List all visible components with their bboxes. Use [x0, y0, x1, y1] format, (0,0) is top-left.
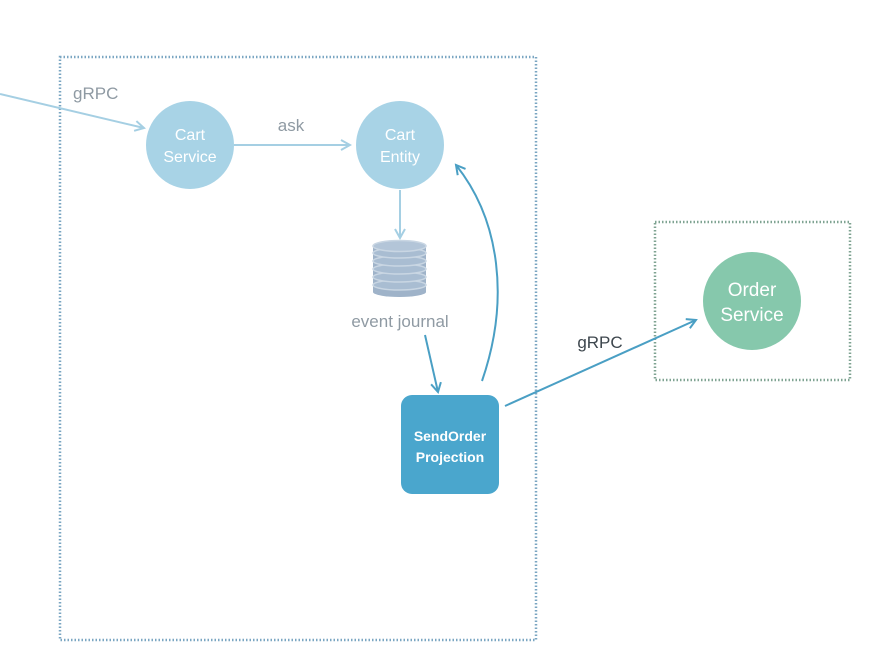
order-service-label-line2: Service [720, 305, 783, 326]
cart-entity-label-line1: Cart [385, 127, 416, 144]
projection-to-order-arrow [504, 320, 696, 407]
event-journal-label: event journal [351, 312, 448, 331]
projection-to-entity-arrow [456, 165, 499, 382]
ask-label: ask [278, 116, 305, 135]
cart-service-label-line2: Service [163, 149, 216, 166]
incoming-grpc-label: gRPC [73, 84, 118, 103]
journal-to-projection-arrow [424, 334, 438, 392]
projection-label-line1: SendOrder [414, 428, 487, 444]
projection-label-line2: Projection [416, 449, 484, 465]
order-service-node: Order Service [703, 252, 801, 350]
database-icon [372, 239, 427, 297]
cart-service-node: Cart Service [146, 101, 234, 189]
cart-entity-node: Cart Entity [356, 101, 444, 189]
cart-service-label-line1: Cart [175, 127, 206, 144]
order-service-label-line1: Order [728, 280, 777, 301]
cart-entity-label-line2: Entity [380, 149, 420, 166]
order-service-boundary [653, 220, 852, 382]
sendorder-projection-node: SendOrder Projection [401, 395, 499, 494]
cart-service-boundary [58, 55, 538, 642]
order-grpc-label: gRPC [577, 333, 622, 352]
incoming-grpc-arrow [0, 93, 144, 128]
